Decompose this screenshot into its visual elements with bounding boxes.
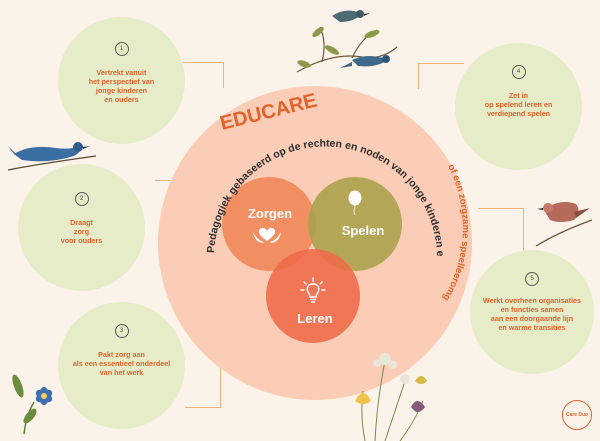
step-circle-4: 4 Zet in op spelend leren en verdiepend … <box>455 43 582 170</box>
step-text-2: Draagt zorg voor ouders <box>60 218 103 245</box>
bird-illustration-right <box>535 202 593 247</box>
venn-label-zorgen: Zorgen <box>247 206 293 221</box>
venn-label-leren: Leren <box>297 311 333 326</box>
step-number-1: 1 <box>114 42 129 56</box>
connector-4 <box>418 63 464 89</box>
step-number-5: 5 <box>525 272 539 286</box>
step-number-2: 2 <box>74 192 89 206</box>
logo-text: Care Duo <box>565 412 589 418</box>
step-circle-3: 3 Pakt zorg aan als een essentieel onder… <box>58 302 185 429</box>
flower-illustration-bottom-center <box>355 353 427 441</box>
connector-5 <box>478 208 524 259</box>
care-duo-logo: Care Duo <box>562 400 592 430</box>
balloon-icon <box>348 190 362 216</box>
venn-spelen-circle <box>308 177 402 271</box>
step-number-3: 3 <box>114 324 129 338</box>
bird-illustration-top <box>296 10 398 73</box>
step-circle-5: 5 Werkt overheen organisaties en functie… <box>470 250 594 374</box>
venn-leren-circle <box>266 249 360 343</box>
step-text-4: Zet in op spelend leren en verdiepend sp… <box>484 91 553 118</box>
step-circle-1: 1 Vertrekt vanuit het perspectief van jo… <box>58 17 185 144</box>
venn-label-spelen: Spelen <box>341 223 385 238</box>
step-text-3: Pakt zorg aan als een essentieel onderde… <box>72 350 171 377</box>
venn-zorgen-circle <box>222 177 316 271</box>
bird-illustration-left <box>8 142 97 171</box>
flower-illustration-bottom-left <box>12 374 53 435</box>
step-number-4: 4 <box>511 65 526 79</box>
step-circle-2: 2 Draagt zorg voor ouders <box>18 164 145 291</box>
lightbulb-icon <box>300 277 326 303</box>
step-text-1: Vertrekt vanuit het perspectief van jong… <box>88 68 155 104</box>
connector-3 <box>185 345 221 408</box>
connector-1 <box>183 62 224 88</box>
hands-heart-icon <box>253 227 281 243</box>
step-text-5: Werkt overheen organisaties en functies … <box>482 296 582 332</box>
